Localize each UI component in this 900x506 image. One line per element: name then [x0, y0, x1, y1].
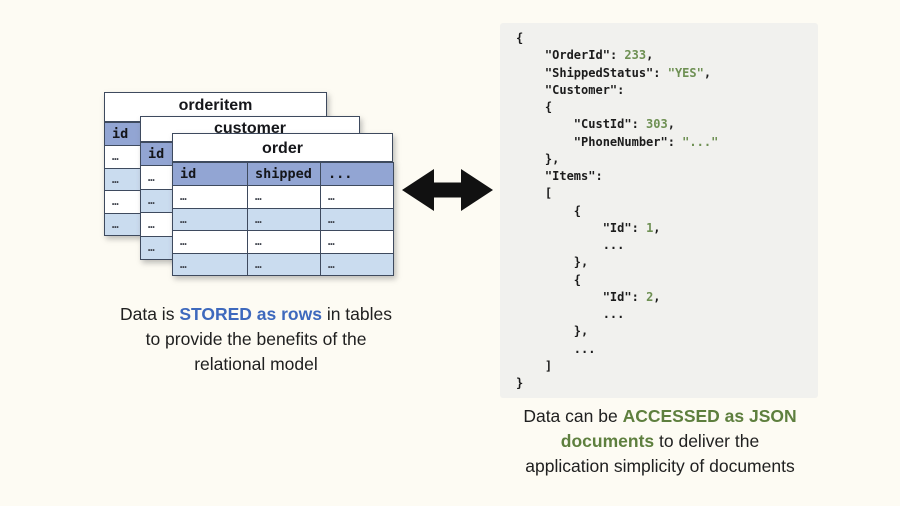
code-line: [: [516, 186, 553, 201]
column-header: ...: [320, 162, 394, 186]
caption-line: Data is STORED as rows in tables: [119, 304, 392, 324]
table-cell: …: [104, 145, 141, 169]
caption-line: application simplicity of documents: [525, 456, 795, 476]
table-row: …: [104, 190, 141, 214]
code-line: "Id": 1,: [602, 220, 661, 235]
table-cell: …: [172, 185, 248, 209]
column-header: shipped: [247, 162, 321, 186]
table-cell: …: [172, 230, 248, 254]
code-line: {: [516, 100, 553, 114]
code-line: },: [516, 151, 560, 166]
code-line: "CustId": 303,: [573, 117, 675, 132]
table-cell: …: [104, 190, 141, 214]
code-line: "OrderId": 233,: [544, 48, 654, 63]
table-cell: …: [104, 212, 141, 236]
json-document-panel: { "OrderId": 233, "ShippedStatus": "YES"…: [500, 23, 818, 398]
caption-line: documents to deliver the: [560, 431, 760, 451]
table-cell: …: [247, 185, 321, 209]
table-cell: …: [140, 188, 177, 213]
bidirectional-arrow-icon: [402, 169, 493, 211]
code-line: "Customer":: [544, 82, 625, 97]
table-row: ………: [172, 230, 394, 254]
table-row: ………: [172, 185, 394, 209]
table-cell: …: [104, 167, 141, 191]
code-line: ...: [516, 341, 596, 356]
table-orderitem-grid: id…………: [104, 122, 141, 236]
caption-line: relational model: [194, 354, 318, 374]
table-cell: …: [247, 252, 321, 276]
code-line: {: [516, 272, 582, 287]
table-row: …: [104, 145, 141, 169]
table-cell: …: [320, 207, 394, 231]
code-line: {: [516, 203, 582, 218]
column-header: id: [104, 122, 141, 146]
code-line: "Id": 2,: [602, 289, 661, 304]
json-caption: Data can be ACCESSED as JSON documents to…: [506, 404, 814, 479]
table-title-order: order: [172, 133, 393, 162]
table-row: ………: [172, 252, 394, 276]
table-row: ………: [172, 207, 394, 231]
table-cell: …: [320, 252, 394, 276]
table-row: …: [104, 212, 141, 236]
code-line: "Items":: [544, 169, 603, 183]
table-cell: …: [320, 185, 394, 209]
table-row: …: [140, 188, 177, 213]
table-cell: …: [247, 207, 321, 231]
table-cell: …: [140, 165, 177, 190]
column-header: id: [172, 162, 248, 186]
code-line: },: [516, 255, 589, 270]
code-line: }: [516, 376, 524, 390]
header-row: id: [104, 122, 141, 146]
caption-line: Data can be ACCESSED as JSON: [523, 406, 797, 426]
caption-line: to provide the benefits of the: [145, 329, 367, 349]
table-cell: …: [247, 230, 321, 254]
code-line: ...: [516, 238, 625, 252]
table-cell: …: [172, 207, 248, 231]
table-cell: …: [320, 230, 394, 254]
header-row: id: [140, 142, 177, 166]
table-row: …: [104, 167, 141, 191]
code-line: },: [516, 324, 589, 339]
table-row: …: [140, 165, 177, 190]
code-line: "ShippedStatus": "YES",: [544, 65, 712, 80]
code-line: {: [516, 31, 524, 45]
column-header: id: [140, 142, 177, 166]
relational-caption: Data is STORED as rows in tables to provi…: [106, 302, 406, 377]
table-cell: …: [172, 252, 248, 276]
code-line: ]: [516, 358, 553, 373]
table-orderitem: orderitem id…………: [104, 92, 327, 236]
code-line: "PhoneNumber": "...": [573, 134, 719, 149]
code-line: ...: [516, 307, 625, 321]
